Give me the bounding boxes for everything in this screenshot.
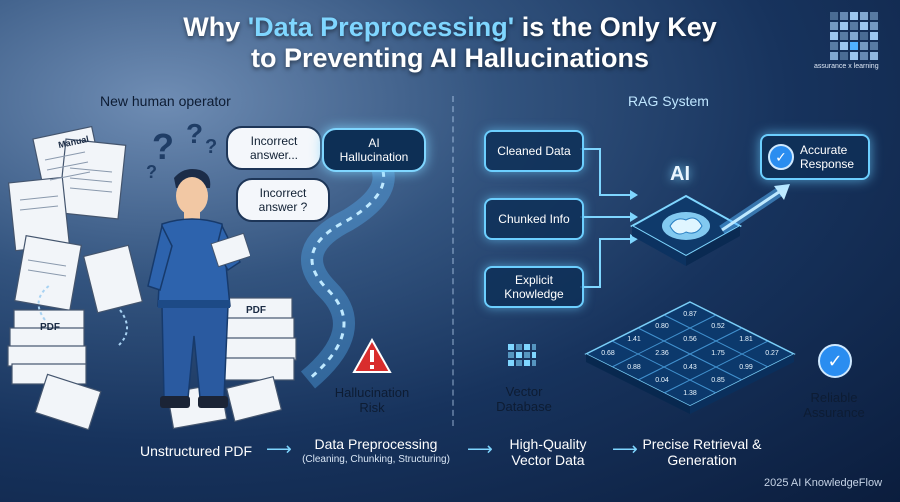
hallucination-risk-label: Hallucination Risk: [334, 385, 410, 415]
accurate-response-box: ✓ Accurate Response: [760, 134, 870, 180]
grid-value: 1.81: [739, 336, 753, 343]
grid-value: 0.68: [601, 350, 615, 357]
question-mark-icon: ?: [186, 118, 204, 149]
flow-step-retrieval-generation: Precise Retrieval & Generation: [642, 436, 762, 468]
ai-hallucination-bubble: AI Hallucination: [322, 128, 426, 172]
title-highlight: 'Data Preprocessing': [247, 12, 515, 42]
input-chunked-info: Chunked Info: [484, 198, 584, 240]
flow-step-vector-data: High-Quality Vector Data: [509, 436, 587, 468]
footer-credit: 2025 AI KnowledgeFlow: [764, 477, 883, 489]
grid-value: 0.80: [655, 323, 669, 330]
ai-label: AI: [670, 163, 690, 185]
arrow-right-icon: ⟶: [266, 439, 292, 459]
question-mark-icon: ?: [152, 126, 174, 167]
grid-value: 1.41: [627, 336, 641, 343]
vector-grid-platform: [584, 301, 796, 414]
grid-value: 0.56: [683, 336, 697, 343]
grid-value: 0.85: [711, 377, 725, 384]
check-icon: ✓: [818, 344, 852, 378]
grid-value: 2.36: [655, 350, 669, 357]
page-title: Why 'Data Preprocessing' is the Only Key…: [183, 12, 717, 73]
left-panel-label: New human operator: [100, 93, 231, 109]
speech-bubble-incorrect-1: Incorrect answer...: [226, 126, 322, 170]
arrow-right-icon: ⟶: [467, 439, 493, 459]
reliable-assurance-label: Reliable Assurance: [803, 390, 865, 420]
grid-value: 0.43: [683, 364, 697, 371]
human-operator-illustration: [147, 169, 250, 408]
check-icon: ✓: [768, 144, 794, 170]
warning-icon: [352, 338, 392, 373]
flow-step-data-preprocessing: Data Preprocessing (Cleaning, Chunking, …: [302, 436, 450, 465]
pdf-label-left: PDF: [40, 322, 60, 333]
grid-value: 0.87: [683, 311, 697, 318]
grid-value: 0.04: [655, 377, 669, 384]
input-cleaned-data: Cleaned Data: [484, 130, 584, 172]
input-explicit-knowledge: Explicit Knowledge: [484, 266, 584, 308]
right-panel-label: RAG System: [628, 93, 709, 109]
hallucination-road-illustration: [300, 153, 395, 389]
speech-bubble-incorrect-2: Incorrect answer ?: [236, 178, 330, 222]
accurate-response-label: Accurate Response: [800, 143, 855, 171]
arrow-right-icon: ⟶: [612, 439, 638, 459]
question-mark-icon: ?: [205, 136, 218, 158]
output-arrow: [719, 184, 790, 235]
flow-step-unstructured-pdf: Unstructured PDF: [140, 443, 253, 459]
input-connectors: [580, 148, 638, 288]
pdf-label-right: PDF: [246, 305, 266, 316]
question-mark-icon: ?: [146, 162, 157, 182]
panel-divider: [452, 96, 454, 426]
grid-value: 0.27: [765, 350, 779, 357]
grid-value: 1.38: [683, 390, 697, 397]
grid-value: 0.52: [711, 323, 725, 330]
grid-value: 0.88: [627, 364, 641, 371]
vector-database-label: Vector Database: [496, 384, 552, 414]
grid-value: 1.75: [711, 350, 725, 357]
database-icon: [508, 344, 536, 366]
grid-value: 0.99: [739, 364, 753, 371]
logo-text: assurance x learning: [814, 63, 879, 70]
ai-chip-icon: [629, 194, 743, 266]
logo-icon: [830, 12, 878, 60]
